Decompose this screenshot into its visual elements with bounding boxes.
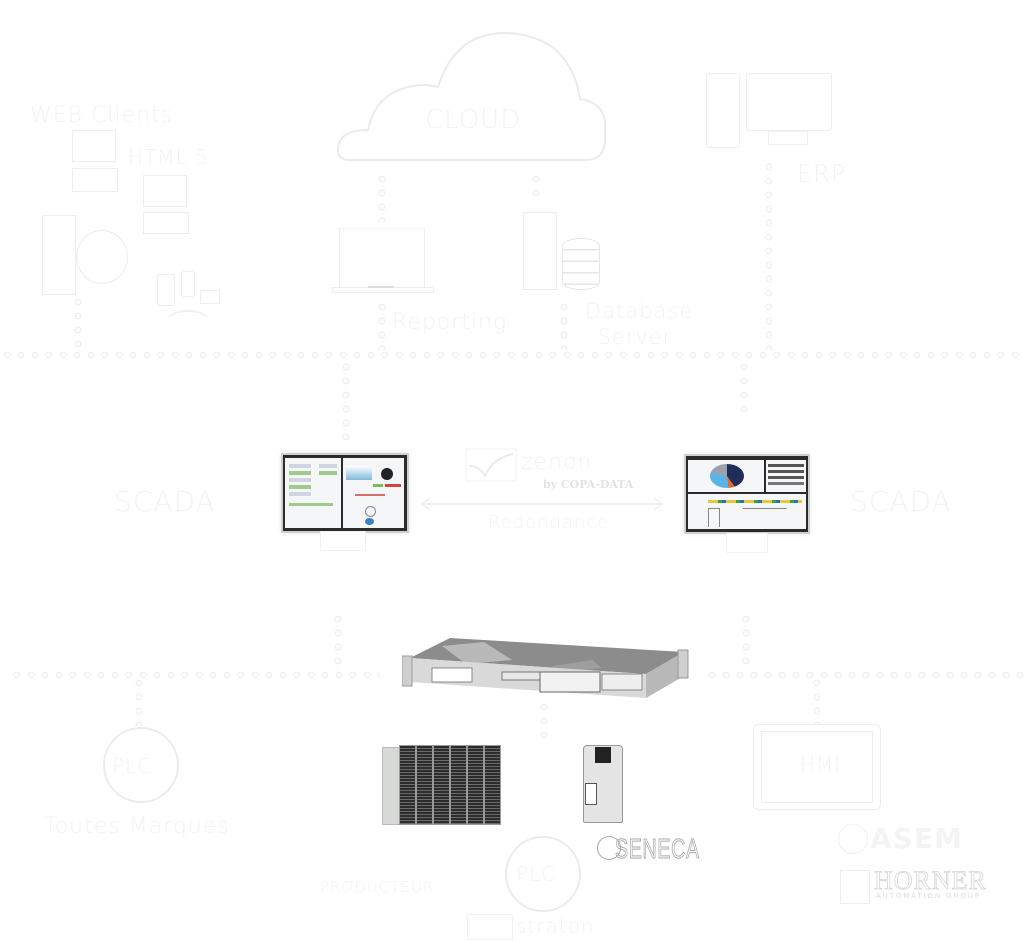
hmi-connector: [813, 676, 821, 726]
plc-connector: [135, 676, 143, 726]
scada-left-screen-pane-1: [285, 458, 341, 528]
erp-monitor-icon: [746, 73, 832, 131]
globe-icon: [76, 230, 128, 284]
hmi-tablet[interactable]: [753, 724, 881, 810]
zenon-logo-text: zenon: [521, 450, 593, 475]
database-icon: [562, 238, 600, 290]
hmi-label: HMI: [800, 752, 842, 776]
plc-straton-circle-label: PLC: [516, 862, 557, 886]
desktop-client-2-base-icon: [143, 212, 189, 234]
zenon-logo: zenon by COPA-DATA: [465, 448, 633, 496]
scada-left-monitor-stand: [320, 531, 366, 551]
db-cloud-connector: [532, 172, 540, 202]
rack-server-icon: [401, 638, 689, 698]
horner-logo-icon: [840, 870, 870, 904]
seneca-module: [577, 737, 627, 823]
phone-icon: [157, 274, 175, 306]
server-down-connector: [540, 700, 548, 740]
scada-right-screen-pie-pane: [688, 460, 764, 492]
redundancy-label: Redondance: [488, 512, 610, 533]
web-server-icon: [42, 215, 76, 295]
pie-chart-icon: [710, 464, 744, 488]
erp-tower-icon: [706, 73, 740, 148]
db-connector: [560, 300, 568, 350]
zenon-byline: by COPA-DATA: [543, 478, 634, 491]
reporting-laptop-bar: [368, 286, 394, 288]
web-clients-connector: [74, 295, 82, 350]
scada-left-monitor[interactable]: [281, 453, 409, 533]
reporting-cloud-connector: [378, 172, 386, 222]
horner-logo-sub: AUTOMATION GROUP: [876, 893, 982, 900]
reporting-connector: [378, 300, 386, 350]
plc-generic-circle[interactable]: [103, 727, 179, 803]
bottom-tier-connector-left: [10, 671, 380, 679]
zenon-logo-icon: [465, 448, 517, 482]
scada-right-monitor[interactable]: [684, 454, 810, 534]
cloud-icon: [336, 31, 606, 161]
wifi-icon: [166, 310, 210, 334]
rack-server: [401, 630, 692, 700]
phone-2-icon: [181, 271, 195, 297]
scada-right-screen-table-pane: [766, 460, 806, 492]
web-clients-label: WEB Clients: [30, 103, 174, 128]
plc-generic-caption: Toutes Marques: [44, 814, 230, 839]
scada-right-down-connector: [742, 612, 750, 670]
scada-left-label: SCADA: [114, 485, 216, 518]
scada-right-up-connector: [740, 360, 748, 415]
db-server-tower-icon: [523, 212, 557, 290]
reporting-laptop-icon: [339, 228, 425, 287]
database-server-label: Database Server: [585, 299, 694, 349]
scada-left-up-connector: [342, 360, 350, 445]
top-tier-connector: [0, 351, 1024, 359]
asem-logo-icon: [838, 824, 868, 854]
desktop-client-2-icon: [143, 175, 187, 207]
scada-left-down-connector: [334, 612, 342, 670]
io-vendor-label: PRODUCTEUR: [320, 878, 435, 896]
erp-label: ERP: [797, 160, 847, 188]
plc-generic-circle-label: PLC: [112, 754, 153, 778]
scada-right-monitor-stand: [726, 533, 768, 553]
desktop-client-base-icon: [72, 168, 118, 192]
io-module-stack: [382, 743, 506, 825]
html5-label: HTML 5: [128, 145, 209, 169]
bottom-tier-connector-right: [705, 671, 1024, 679]
erp-connector: [765, 160, 773, 350]
redundancy-arrow-icon: [420, 497, 664, 511]
seneca-logo: SENECA: [615, 833, 700, 865]
erp-monitor-stand: [768, 131, 808, 145]
scada-right-label: SCADA: [850, 485, 952, 518]
scada-left-screen-pane-2: [343, 458, 404, 528]
plc-straton-circle[interactable]: [505, 836, 581, 912]
desktop-client-icon: [72, 130, 116, 162]
horner-logo: HORNER: [874, 866, 987, 896]
mail-icon: [200, 290, 220, 304]
asem-logo: ASEM: [870, 822, 963, 855]
straton-logo-icon: [467, 914, 513, 940]
cloud-label: CLOUD: [425, 105, 522, 135]
cloud-node: CLOUD: [330, 15, 610, 165]
redundancy-link: [418, 497, 666, 511]
scada-right-screen-trend-pane: [688, 494, 806, 529]
reporting-label: Reporting: [392, 310, 508, 335]
seneca-logo-icon: [597, 836, 621, 860]
straton-caption: straton: [516, 914, 595, 938]
